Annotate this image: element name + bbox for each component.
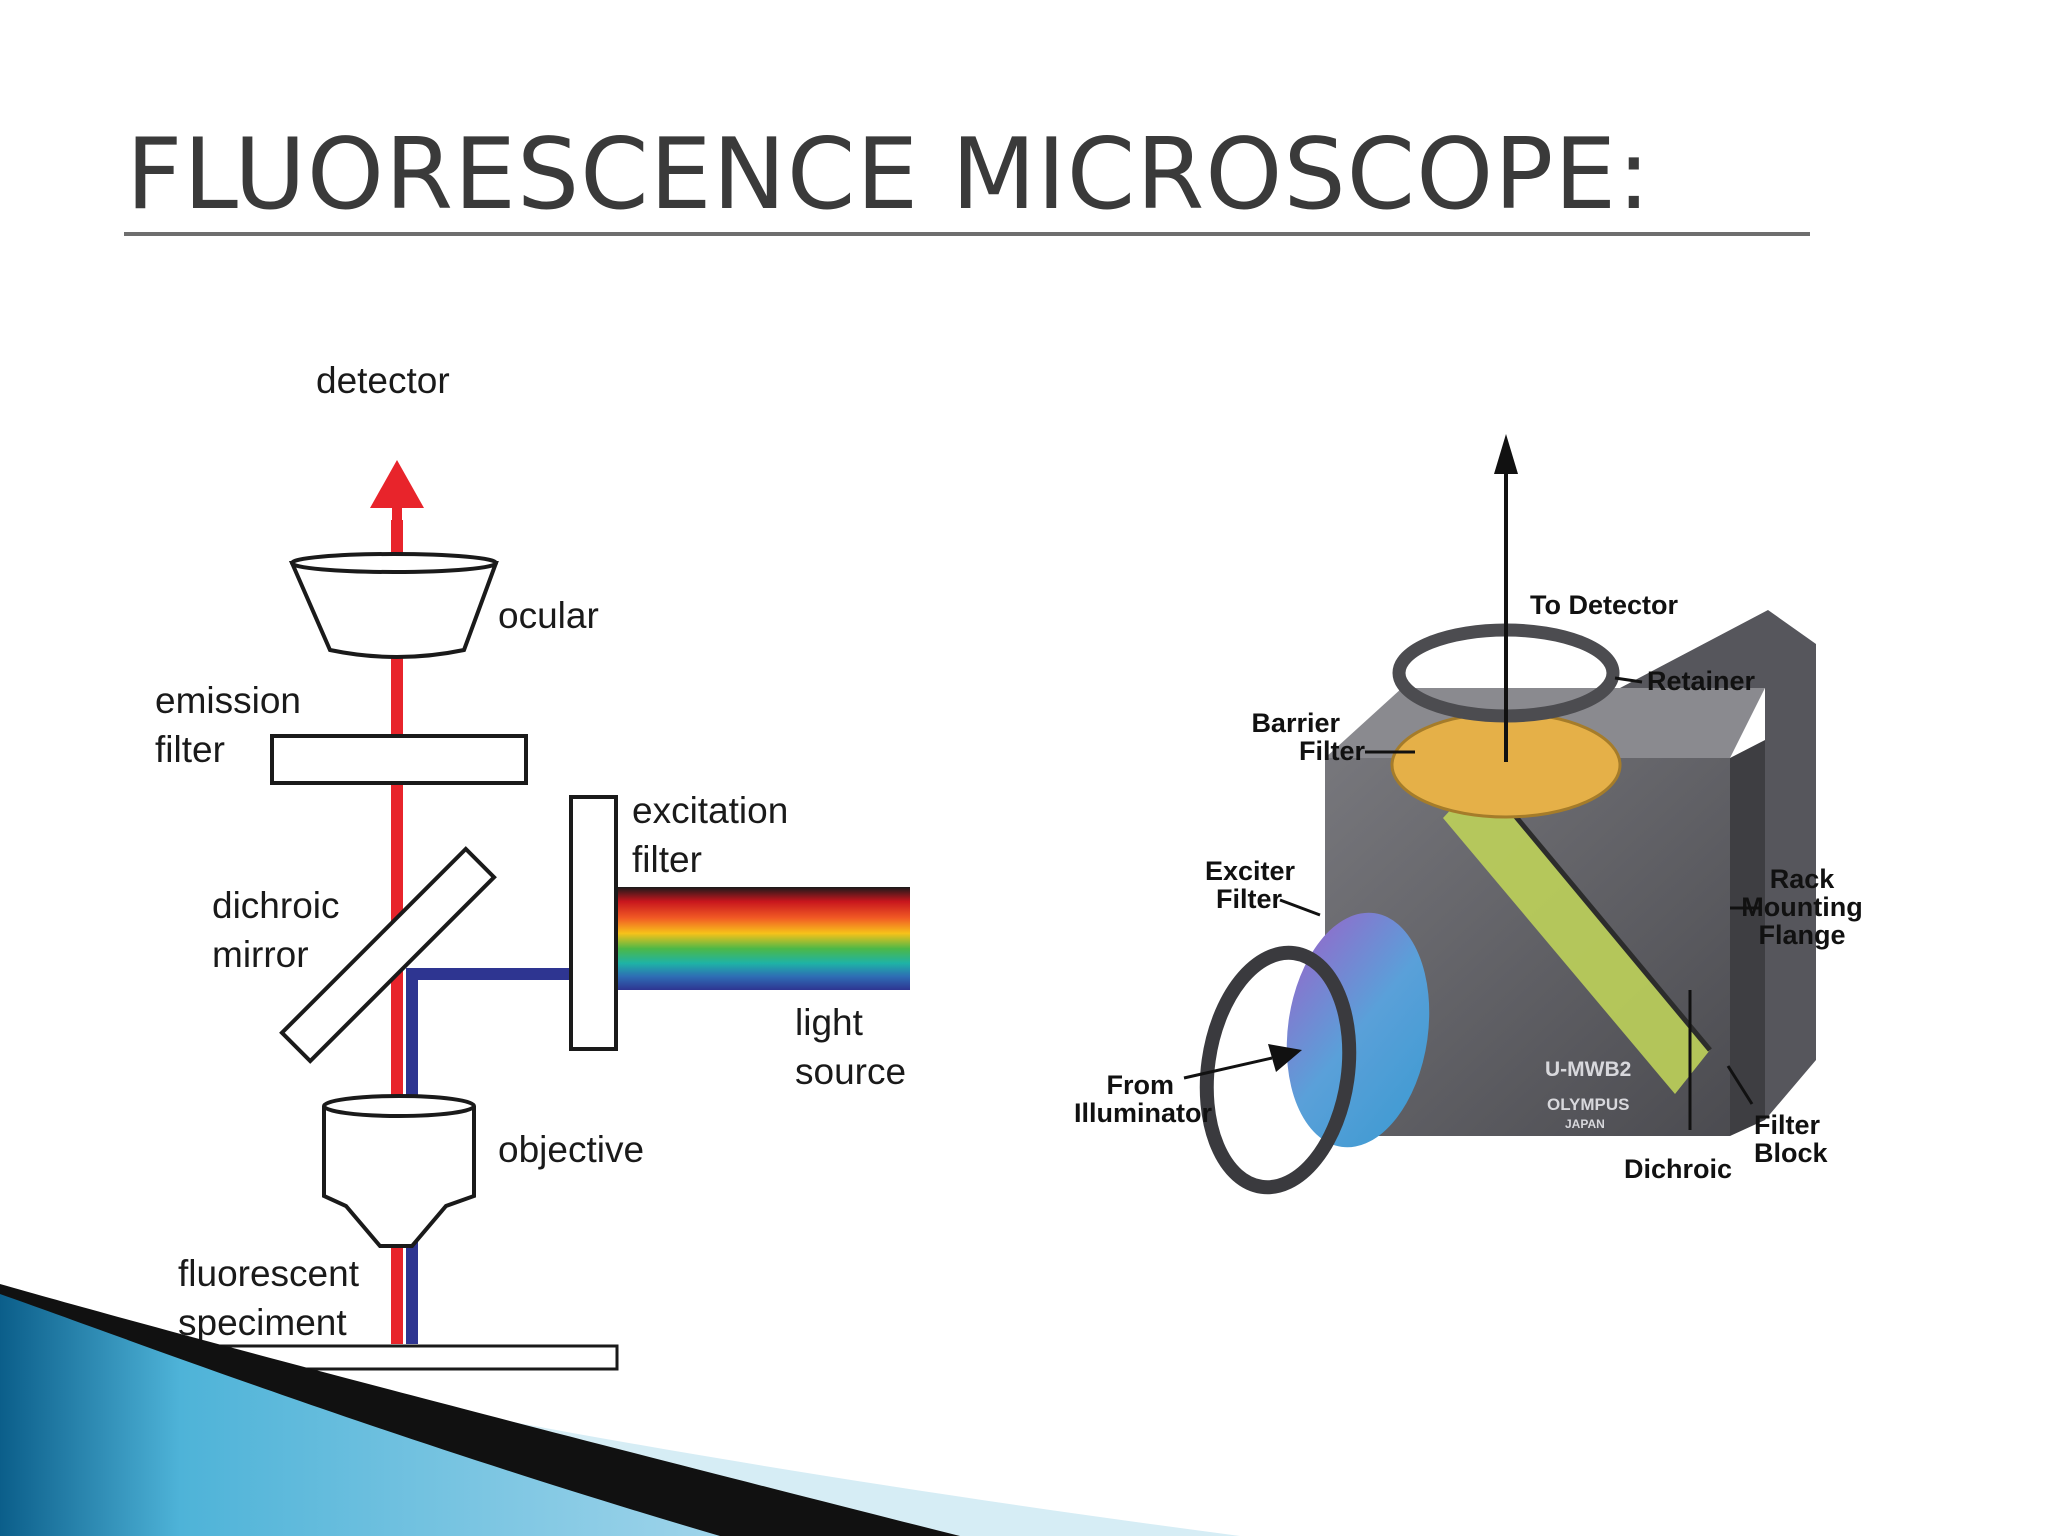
retainer-label: Retainer bbox=[1647, 666, 1756, 696]
swoosh-blue bbox=[0, 1294, 720, 1536]
excitation-filter-label-2: filter bbox=[632, 839, 702, 880]
filter-block-side bbox=[1730, 740, 1765, 1136]
from-illuminator-label-2: Illuminator bbox=[1074, 1098, 1212, 1128]
objective-lens bbox=[322, 1106, 476, 1248]
illuminator-ring bbox=[1199, 945, 1357, 1195]
filter-cube-illustration: U-MWB2 OLYMPUS JAPAN To Detector Retaine… bbox=[1074, 434, 1863, 1195]
dichroic-mirror bbox=[279, 846, 497, 1064]
emission-filter bbox=[270, 734, 528, 785]
specimen-label-2: speciment bbox=[178, 1302, 347, 1343]
cube-engraving-model: U-MWB2 bbox=[1545, 1058, 1631, 1081]
exciter-leader bbox=[1279, 898, 1321, 917]
dichroic-mirror-plate bbox=[1443, 776, 1710, 1094]
light-source-label: light bbox=[795, 1002, 864, 1043]
microscope-schematic: detector ocular emission filter excitati… bbox=[152, 360, 910, 1371]
excitation-filter bbox=[569, 795, 618, 1051]
filter-block-leader bbox=[1726, 1065, 1754, 1105]
to-detector-label: To Detector bbox=[1530, 590, 1679, 620]
light-source-label-2: source bbox=[795, 1051, 906, 1092]
from-illuminator-arrow-head bbox=[1268, 1044, 1302, 1072]
detector-label: detector bbox=[316, 360, 450, 401]
ocular-lens bbox=[288, 561, 499, 659]
from-illuminator-arrow-line bbox=[1183, 1056, 1273, 1080]
barrier-filter-label: Barrier bbox=[1251, 708, 1340, 738]
title-underline bbox=[124, 232, 1810, 236]
rack-mounting-flange-label-3: Flange bbox=[1758, 920, 1845, 950]
detector-arrow bbox=[370, 460, 424, 558]
dichroic-mirror-label-2: mirror bbox=[212, 934, 309, 975]
excitation-filter-label: excitation bbox=[632, 790, 788, 831]
ocular-label: ocular bbox=[498, 595, 599, 636]
exciter-filter-label: Exciter bbox=[1205, 856, 1296, 886]
retainer-leader bbox=[1614, 676, 1643, 684]
barrier-filter-label-2: Filter bbox=[1299, 736, 1366, 766]
dichroic-mirror-edge bbox=[1480, 774, 1712, 1052]
rack-mounting-flange-shape bbox=[1620, 610, 1816, 1120]
filter-block-label: Filter bbox=[1754, 1110, 1821, 1140]
dichroic-mirror-label: dichroic bbox=[212, 885, 340, 926]
objective-label: objective bbox=[498, 1129, 644, 1170]
theme-swoosh bbox=[0, 1284, 1240, 1536]
emission-filter-label-2: filter bbox=[155, 729, 225, 770]
exciter-filter-label-2: Filter bbox=[1216, 884, 1283, 914]
cube-engraving-brand: OLYMPUS bbox=[1547, 1095, 1630, 1114]
to-detector-arrow-head bbox=[1494, 434, 1518, 474]
slide-title: FLUORESCENCE MICROSCOPE: bbox=[126, 118, 1652, 232]
objective-rim bbox=[322, 1094, 476, 1118]
cube-engraving-country: JAPAN bbox=[1565, 1117, 1605, 1131]
rack-mounting-flange-label-2: Mounting bbox=[1741, 892, 1862, 922]
light-source-spectrum bbox=[615, 887, 910, 990]
emission-filter-label: emission bbox=[155, 680, 301, 721]
specimen-label: fluorescent bbox=[178, 1253, 360, 1294]
ocular-rim bbox=[290, 552, 498, 574]
filter-block-label-2: Block bbox=[1754, 1138, 1829, 1168]
dichroic-label: Dichroic bbox=[1624, 1154, 1732, 1184]
rack-mounting-flange-label: Rack bbox=[1770, 864, 1836, 894]
from-illuminator-label: From bbox=[1107, 1070, 1175, 1100]
